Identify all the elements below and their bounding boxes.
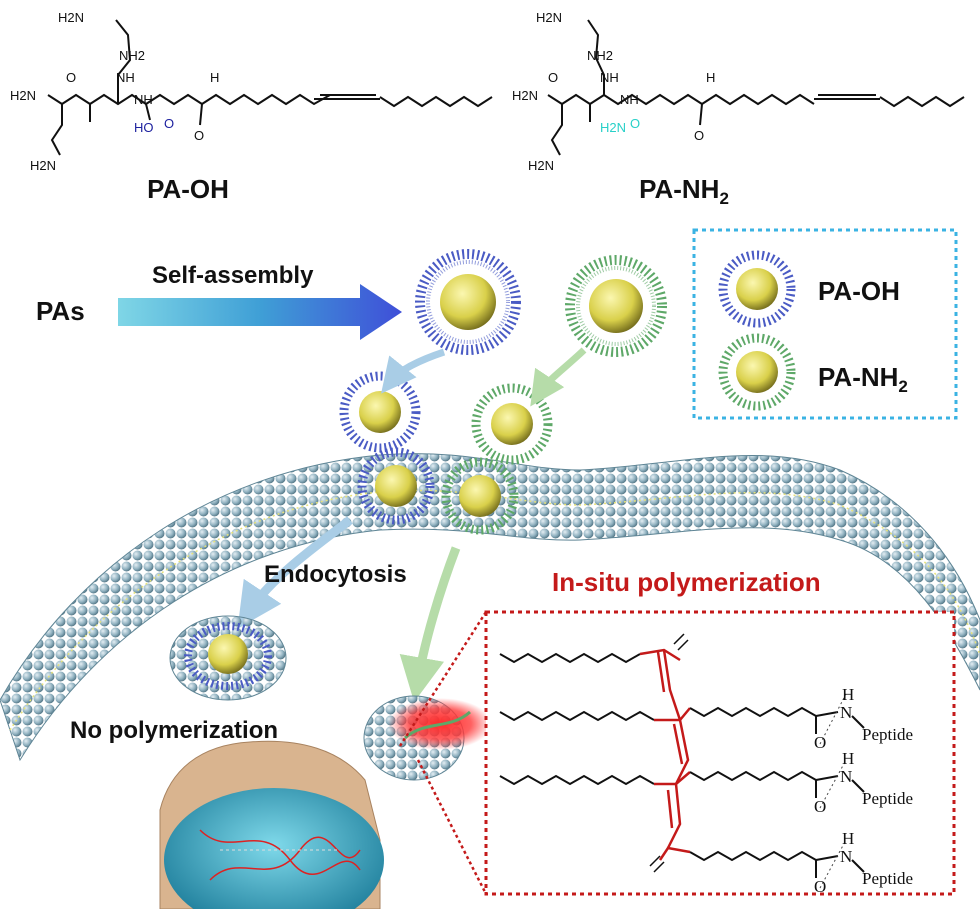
peptide-label-3: Peptide: [862, 869, 913, 888]
pa-oh-endocytosis-arrow: [237, 516, 353, 629]
pa-oh-micelle-approach: [339, 371, 421, 453]
pa-nh2-endocytosis-arrow: [399, 546, 461, 703]
acid-oxygen-label: O: [164, 116, 174, 131]
pa-oh-title: PA-OH: [147, 174, 229, 204]
carbonyl-o-1: O: [814, 733, 826, 752]
self-assembly-label: Self-assembly: [152, 262, 314, 289]
amine-label: H2N: [10, 88, 36, 103]
amine-label: H2N: [512, 88, 538, 103]
pas-label: PAs: [36, 296, 85, 326]
pa-nh2-micelle-approach: [471, 383, 553, 465]
amine-label: NH2: [587, 48, 613, 63]
no-polymerization-label: No polymerization: [70, 717, 278, 744]
amide-h-label: H: [210, 70, 219, 85]
carbonyl-label: O: [66, 70, 76, 85]
amine-label: H2N: [536, 10, 562, 25]
amide-h-1: H: [842, 685, 854, 704]
legend-box: PA-OH PA-NH2: [692, 228, 958, 420]
carbonyl-label: O: [694, 128, 704, 143]
pa-nh2-micelle-large: [565, 255, 667, 357]
amide-h-2: H: [842, 749, 854, 768]
amine-label: NH2: [119, 48, 145, 63]
legend-pa-oh-swatch: [718, 250, 796, 328]
terminal-amide-oxygen-label: O: [630, 116, 640, 131]
amide-n-3: N: [840, 847, 852, 866]
peptide-label-2: Peptide: [862, 789, 913, 808]
amide-label: NH: [116, 70, 135, 85]
legend-pa-nh2-label: PA-NH2: [818, 362, 908, 396]
carbonyl-o-2: O: [814, 797, 826, 816]
pa-oh-approach-arrow: [381, 348, 446, 394]
legend-pa-nh2-swatch: [718, 333, 796, 411]
carbonyl-label: O: [548, 70, 558, 85]
terminal-amide-label: H2N: [600, 120, 626, 135]
carbonyl-o-3: O: [814, 877, 826, 896]
legend-pa-oh-label: PA-OH: [818, 276, 900, 306]
amine-label: H2N: [30, 158, 56, 173]
amide-h-label: H: [706, 70, 715, 85]
endosome-no-polymerization: [169, 615, 287, 701]
amide-label: NH: [600, 70, 619, 85]
amide-h-3: H: [842, 829, 854, 848]
pa-nh2-approach-arrow: [530, 347, 587, 407]
amide-label: NH: [620, 92, 639, 107]
amine-label: H2N: [528, 158, 554, 173]
nucleus-with-dna: [159, 740, 384, 909]
pa-nh2-micelle-membrane: [441, 457, 519, 535]
self-assembly-arrow: [118, 284, 402, 340]
hydroxyl-label: HO: [134, 120, 154, 135]
pa-oh-structure: H2N H2N H2N NH2 NH NH O O H HO O PA-OH: [10, 10, 493, 204]
in-situ-polymerization-label: In-situ polymerization: [552, 567, 821, 597]
endosome-polymerized: [363, 695, 492, 781]
amide-label: NH: [134, 92, 153, 107]
pa-oh-micelle-large: [415, 249, 521, 355]
polymerization-inset: O O O N N N H H H Peptide Peptide Peptid…: [398, 610, 956, 896]
pa-oh-micelle-membrane: [357, 447, 435, 525]
peptide-label-1: Peptide: [862, 725, 913, 744]
pa-nh2-structure: H2N H2N H2N NH2 NH NH O O H H2N O PA-NH2: [512, 10, 965, 208]
endocytosis-label: Endocytosis: [264, 561, 407, 588]
amine-label: H2N: [58, 10, 84, 25]
pa-nh2-title: PA-NH2: [639, 174, 729, 208]
carbonyl-label: O: [194, 128, 204, 143]
amide-n-1: N: [840, 703, 852, 722]
amide-n-2: N: [840, 767, 852, 786]
